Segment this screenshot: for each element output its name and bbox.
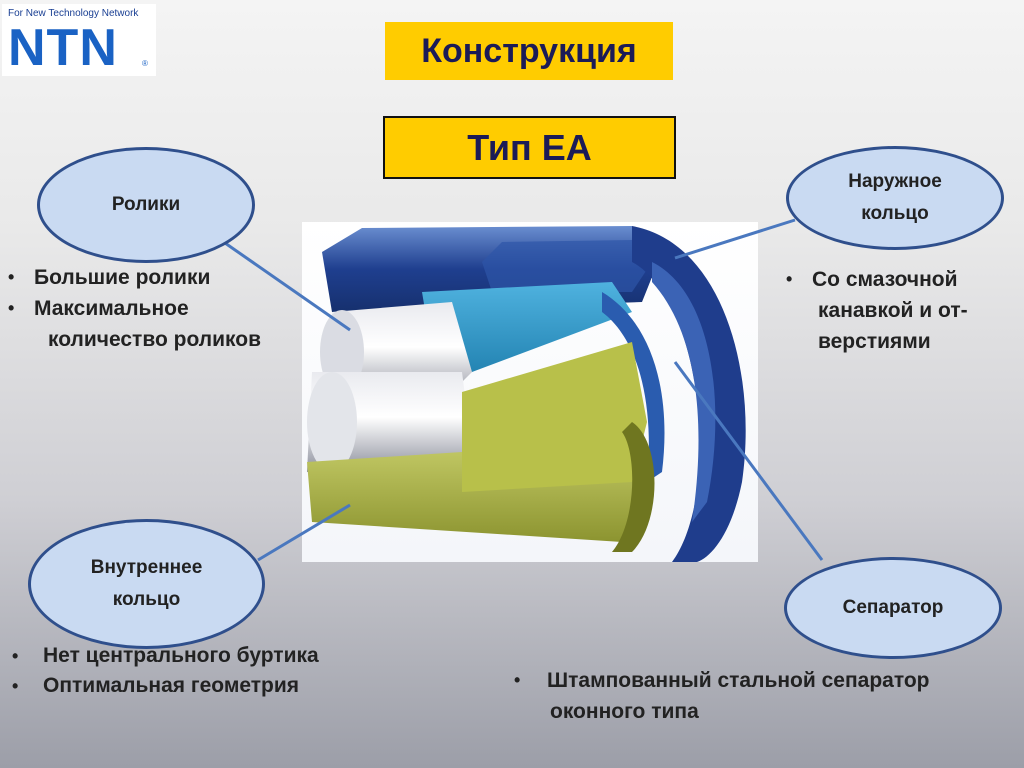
inner-ring-label-2: кольцо — [112, 589, 181, 610]
rollers-bullet-2-text: Максимальное — [34, 297, 189, 320]
inner-ring-label-1: Внутреннее — [90, 557, 203, 578]
bearing-cutaway-illustration — [302, 222, 758, 562]
outer-ring-bullets: Со смазочной канавкой и от- верстиями — [786, 264, 1018, 357]
cage-bullet-text: Штампованный стальной сепаратор — [547, 669, 930, 692]
rollers-bullets: Большие ролики Максимальное количество р… — [8, 262, 308, 355]
outer-ring-bullet-text: Со смазочной — [812, 268, 958, 291]
rollers-label: Ролики — [111, 194, 181, 215]
cage-bullets: Штампованный стальной сепаратор оконного… — [514, 665, 1019, 727]
rollers-bubble: Ролики — [37, 147, 255, 263]
logo-registered: ® — [142, 59, 148, 68]
cage-bullet-cont: оконного типа — [550, 700, 699, 723]
inner-ring-bullet-2: Оптимальная геометрия — [12, 671, 392, 701]
outer-ring-bubble: Наружное кольцо — [786, 146, 1004, 250]
outer-ring-bullet-cont-1: канавкой и от- — [818, 299, 968, 322]
cage-label: Сепаратор — [842, 597, 944, 618]
inner-ring-bubble: Внутреннее кольцо — [28, 519, 265, 649]
rollers-bullet-2: Максимальное количество роликов — [8, 293, 308, 355]
cage-bubble: Сепаратор — [784, 557, 1002, 659]
connector-cage — [673, 361, 824, 561]
outer-ring-label-1: Наружное — [848, 171, 942, 192]
outer-ring-label-2: кольцо — [861, 203, 929, 224]
rollers-bullet-1: Большие ролики — [8, 262, 308, 293]
outer-ring-bullet-1: Со смазочной канавкой и от- верстиями — [786, 264, 1018, 357]
cage-bullet-1: Штампованный стальной сепаратор оконного… — [514, 665, 1019, 727]
outer-ring-bullet-cont-2: верстиями — [818, 330, 931, 353]
inner-ring-bullets: Нет центрального буртика Оптимальная гео… — [12, 641, 392, 701]
connector-outer-ring — [674, 218, 796, 260]
connector-inner-ring — [257, 503, 351, 562]
slide-title: Конструкция — [385, 22, 673, 80]
logo-tagline: For New Technology Network — [8, 8, 139, 19]
ntn-logo: For New Technology Network NTN ® — [2, 4, 156, 77]
inner-ring-bullet-1: Нет центрального буртика — [12, 641, 392, 671]
logo-mark: NTN — [8, 19, 118, 77]
type-label: Тип ЕА — [383, 116, 676, 179]
rollers-bullet-2-cont: количество роликов — [48, 328, 261, 351]
